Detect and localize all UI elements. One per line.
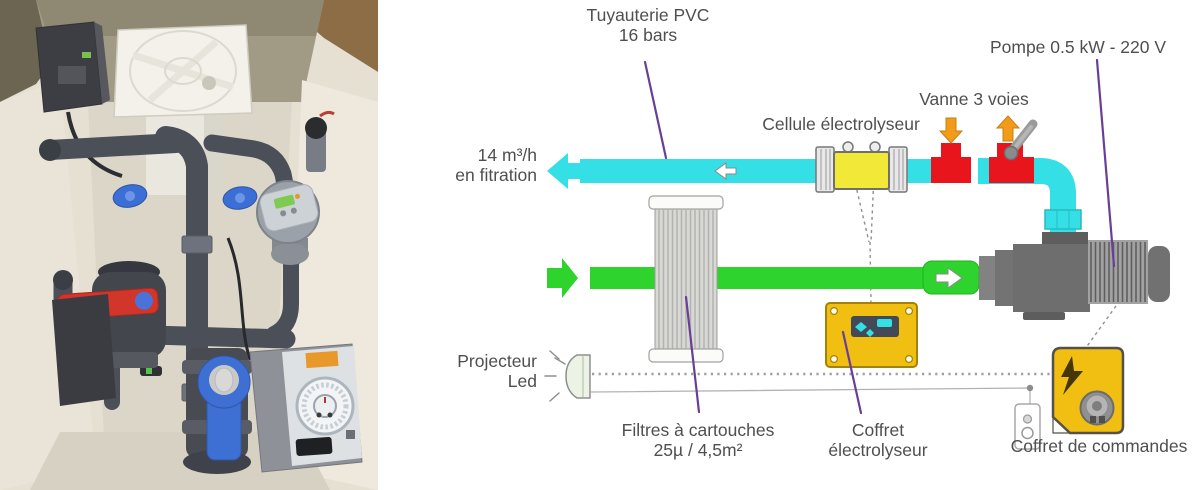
- flow-arrow-right-icon: [547, 258, 578, 298]
- skimmer-lid: [113, 24, 253, 195]
- electrolyzer-head: [256, 180, 320, 265]
- led-projector-icon: [544, 350, 591, 402]
- diagram-art: [544, 58, 1170, 450]
- timer-dial-icon: [1079, 390, 1115, 426]
- arrow-down-icon: [938, 117, 964, 144]
- flow-direction-icon: [714, 162, 737, 180]
- small-pump-body: [52, 294, 116, 406]
- label-projecteur-led: Projecteur Led: [457, 351, 537, 392]
- arrow-up-icon: [995, 115, 1021, 142]
- flow-direction-icon: [935, 267, 963, 289]
- pump-unit: [979, 232, 1170, 320]
- cartridge-filter: [648, 195, 724, 363]
- filtration-diagram: Tuyauterie PVC 16 bars Pompe 0.5 kW - 22…: [378, 0, 1200, 490]
- blue-paddle-valve: [182, 348, 252, 474]
- leader-lines: [643, 58, 1116, 415]
- control-box: [35, 21, 123, 178]
- label-filtres-cartouches: Filtres à cartouches 25µ / 4,5m²: [621, 420, 775, 461]
- label-tuyauterie-pvc: Tuyauterie PVC 16 bars: [586, 5, 710, 46]
- label-pompe: Pompe 0.5 kW - 220 V: [989, 37, 1167, 57]
- timer-unit: [249, 343, 363, 473]
- capped-pipe: [305, 110, 335, 172]
- power-socket-icon: [1014, 403, 1041, 450]
- label-coffret-commandes: Coffret de commandes: [1010, 436, 1188, 456]
- electrolyzer-cell: [815, 141, 908, 193]
- label-cellule-electrolyseur: Cellule électrolyseur: [762, 114, 920, 134]
- photo-illustration: [0, 0, 378, 490]
- label-debit-filtration: 14 m³/h en fitration: [455, 145, 537, 186]
- blue-valve-right: [222, 186, 258, 210]
- lightning-icon: [1061, 356, 1083, 395]
- three-way-valve-right: [989, 119, 1038, 183]
- blue-valve-left: [112, 184, 148, 208]
- label-vanne-3-voies: Vanne 3 voies: [919, 89, 1029, 109]
- flow-arrow-left-icon: [547, 153, 580, 189]
- label-coffret-electrolyseur: Coffret électrolyseur: [828, 420, 928, 461]
- green-pipe: [547, 258, 980, 298]
- three-way-valve-left: [931, 143, 971, 183]
- valve-direction-arrows: [938, 115, 1021, 144]
- photo-pool-equipment: [0, 0, 378, 490]
- electrolyzer-control-box: [825, 302, 918, 368]
- command-box: [1051, 346, 1125, 435]
